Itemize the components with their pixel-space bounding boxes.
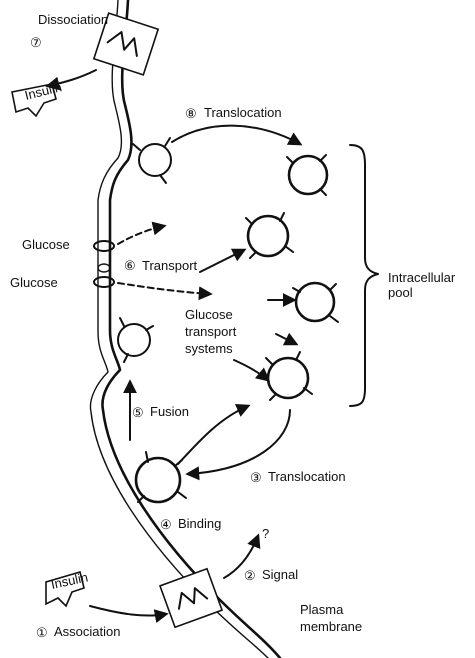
vesicle-2 <box>246 213 293 258</box>
translocation-bottom-label: Translocation <box>268 469 346 484</box>
gts-label-line-1: Glucose <box>185 307 233 322</box>
transport-label: Transport <box>142 258 198 273</box>
vesicle-4 <box>266 352 312 400</box>
vesicle-binding <box>136 452 186 502</box>
membrane-bud-top <box>133 138 171 183</box>
step-1-number: ① <box>36 625 48 640</box>
receptor-bottom <box>160 569 222 627</box>
question-mark: ? <box>262 526 269 541</box>
fusion-label: Fusion <box>150 404 189 419</box>
membrane-bud-lower <box>118 318 153 362</box>
glucose-label-2: Glucose <box>10 275 58 290</box>
intracellular-label: Intracellular <box>388 270 456 285</box>
pool-brace <box>350 145 378 406</box>
association-label: Association <box>54 624 120 639</box>
vesicle-3 <box>293 283 338 322</box>
gts-label-line-2: transport <box>185 324 237 339</box>
step-7-number: ⑦ <box>30 35 42 50</box>
insulin-bottom: Insulin <box>46 569 89 606</box>
dissociation-label: Dissociation <box>38 12 108 27</box>
step-6-number: ⑥ <box>124 258 136 273</box>
translocation-top-label: Translocation <box>204 105 282 120</box>
step-4-number: ④ <box>160 517 172 532</box>
signal-label: Signal <box>262 567 298 582</box>
vesicle-1 <box>287 155 327 195</box>
plasma-label: Plasma <box>300 602 344 617</box>
step-3-number: ③ <box>250 470 262 485</box>
glucose-label-1: Glucose <box>22 237 70 252</box>
step-8-number: ⑧ <box>185 106 197 121</box>
gts-label-line-3: systems <box>185 341 233 356</box>
membrane-label: membrane <box>300 619 362 634</box>
step-2-number: ② <box>244 568 256 583</box>
binding-label: Binding <box>178 516 221 531</box>
step-5-number: ⑤ <box>132 405 144 420</box>
pool-label: pool <box>388 285 413 300</box>
